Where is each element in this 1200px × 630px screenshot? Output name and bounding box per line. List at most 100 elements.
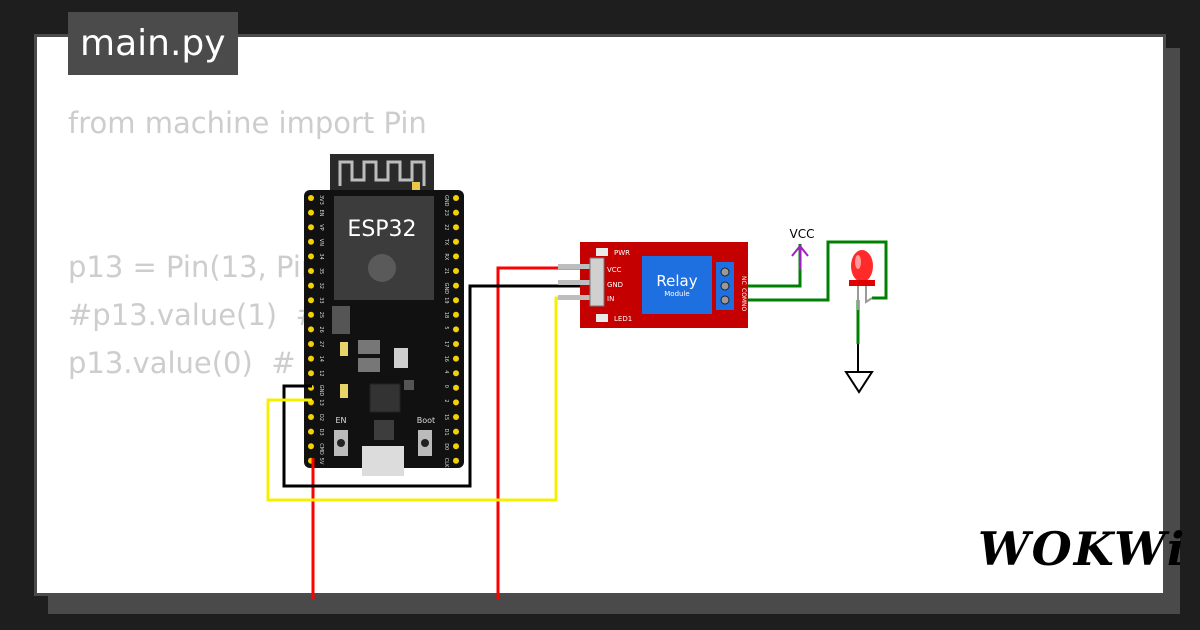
pin-label: 23 [443, 210, 449, 216]
header-pin[interactable] [453, 253, 459, 260]
relay-pin-in [558, 295, 594, 300]
header-pin[interactable] [308, 268, 314, 274]
pin-labels: 3V3ENVPVN343532332526271412GND13D2D3CMD5… [318, 195, 449, 468]
header-pin[interactable] [453, 428, 459, 435]
vcc-power-symbol[interactable]: VCC [790, 227, 815, 270]
led-base [849, 280, 875, 286]
header-pin[interactable] [308, 282, 314, 289]
pin-label: 2 [443, 399, 449, 402]
pin-label: CMD [318, 443, 324, 455]
header-pin[interactable] [308, 224, 314, 231]
header-pin[interactable] [308, 297, 314, 304]
relay-body [642, 256, 712, 314]
header-pin[interactable] [308, 341, 314, 347]
header-pin[interactable] [453, 238, 459, 245]
file-tab[interactable]: main.py [68, 12, 238, 75]
led-leads [857, 286, 873, 310]
header-pin[interactable] [453, 311, 459, 318]
pin-label: 5 [443, 326, 449, 329]
led1-indicator [596, 314, 608, 322]
terminal-no-label: NO [740, 302, 747, 311]
header-pin[interactable] [308, 195, 314, 201]
vcc-label: VCC [790, 227, 815, 241]
red-led[interactable] [849, 250, 875, 310]
smd-component [394, 348, 408, 368]
en-button-icon [337, 439, 345, 447]
pin-label: 18 [443, 312, 449, 318]
relay-gnd-label: GND [607, 281, 623, 289]
pin-label: 21 [443, 268, 449, 274]
relay-subtitle: Module [664, 290, 689, 298]
wire-green-no[interactable] [726, 240, 888, 302]
header-pin[interactable] [453, 297, 459, 304]
header-pin[interactable] [453, 370, 459, 377]
relay-in-label: IN [607, 295, 614, 303]
code-line: p13.value(0) # [68, 346, 296, 380]
smd-led [340, 384, 348, 398]
pwr-led [596, 248, 608, 256]
pin-label: GND [318, 385, 324, 397]
pin-label: EN [318, 210, 324, 217]
header-pin[interactable] [453, 224, 459, 231]
header-pin[interactable] [308, 326, 314, 333]
header-pin[interactable] [453, 209, 459, 216]
header-pin[interactable] [453, 457, 459, 464]
header-pin[interactable] [453, 268, 459, 274]
header-pin[interactable] [308, 414, 314, 420]
header-pin[interactable] [453, 414, 459, 420]
header-pin[interactable] [308, 311, 314, 318]
header-pin[interactable] [453, 195, 459, 201]
header-pin[interactable] [453, 355, 459, 362]
terminal-com-label: COM [740, 288, 747, 302]
usb-uart-chip [369, 383, 401, 413]
boot-button-icon [421, 439, 429, 447]
header-pin[interactable] [453, 384, 459, 391]
pin-label: 27 [318, 341, 324, 347]
pin-label: RX [443, 253, 449, 260]
esp32-board[interactable]: ESP32 3V3ENVPVN343532332526271412GND13D2… [304, 154, 464, 476]
header-pin[interactable] [453, 326, 459, 333]
terminal-com[interactable] [720, 281, 730, 291]
header-pin[interactable] [453, 443, 459, 450]
header-pin[interactable] [308, 443, 314, 450]
pin-label: D2 [318, 414, 324, 421]
led-body-icon [851, 250, 873, 282]
header-pin[interactable] [308, 370, 314, 377]
antenna-trace [338, 160, 426, 186]
pin-label: 14 [318, 356, 324, 362]
pin-label: GND [443, 195, 449, 207]
antenna-pad [412, 182, 420, 190]
pin-label: 25 [318, 312, 324, 318]
micro-usb-port [362, 446, 404, 476]
wire-red-vcc[interactable] [496, 266, 588, 600]
smd-component [374, 420, 394, 440]
pin-label: VP [318, 224, 324, 230]
pin-label: 15 [443, 414, 449, 420]
smd-component [332, 306, 350, 334]
ground-symbol-icon[interactable] [844, 344, 874, 394]
wokwi-logo: WOKWi [978, 522, 1187, 576]
pin-label: GND [443, 283, 449, 295]
relay-vcc-label: VCC [607, 266, 622, 274]
header-pin[interactable] [308, 253, 314, 260]
pin-label: D1 [443, 429, 449, 436]
terminal-nc[interactable] [720, 267, 730, 277]
header-pin[interactable] [308, 428, 314, 435]
header-pin[interactable] [308, 209, 314, 216]
relay-module[interactable]: VCC GND IN PWR LED1 Relay Module NC COM … [558, 242, 748, 328]
regulator-chip [358, 340, 380, 354]
header-pin[interactable] [308, 238, 314, 245]
pwr-led-label: PWR [614, 249, 630, 257]
pin-label: 0 [443, 385, 449, 388]
wire-black-gnd[interactable] [282, 284, 588, 488]
header-pin[interactable] [453, 282, 459, 289]
right-pin-header [453, 195, 459, 464]
esp32-label: ESP32 [347, 217, 416, 242]
header-pin[interactable] [308, 355, 314, 362]
led1-label: LED1 [614, 315, 632, 323]
terminal-no[interactable] [720, 295, 730, 305]
header-pin[interactable] [453, 341, 459, 347]
pin-label: D0 [443, 443, 449, 450]
code-line: from machine import Pin [68, 106, 427, 140]
header-pin[interactable] [453, 399, 459, 406]
